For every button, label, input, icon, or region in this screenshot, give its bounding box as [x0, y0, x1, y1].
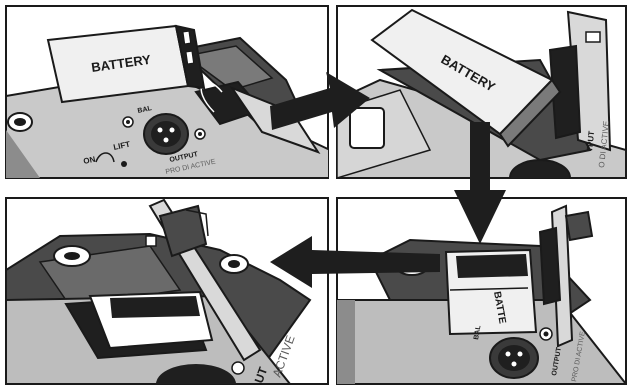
- panel-1-insert-battery: BAL ON LIFT OUTPUT PRO DI ACTIVE BATTERY: [6, 6, 330, 178]
- panel-3-battery-seated-lid-open: UT ACTIVE: [6, 198, 328, 387]
